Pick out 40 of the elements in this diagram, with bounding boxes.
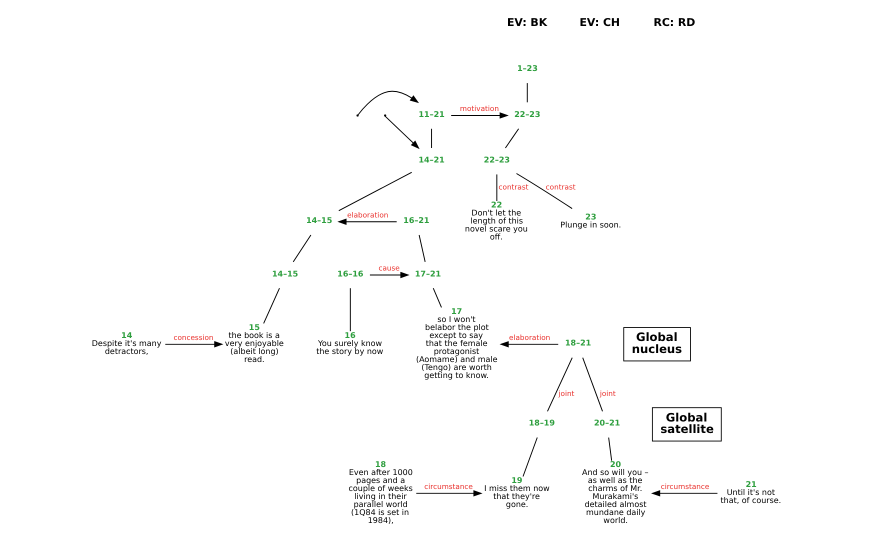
- edge-label: elaboration: [509, 332, 550, 342]
- arrow: [450, 112, 509, 119]
- edge-label: cause: [378, 264, 400, 273]
- arrow: [500, 341, 559, 348]
- arrow: [384, 116, 420, 150]
- connector: [418, 234, 426, 262]
- arrow: [651, 490, 718, 497]
- connector: [526, 82, 528, 103]
- connector: [582, 357, 603, 412]
- connector: [338, 172, 412, 212]
- node-box: Global nucleus: [623, 327, 691, 362]
- connector: [350, 288, 351, 332]
- connector: [263, 288, 280, 324]
- arrow: [337, 218, 398, 225]
- connector: [431, 128, 432, 148]
- label: EV: CH: [580, 16, 620, 29]
- connector: [292, 234, 312, 262]
- edge-label: circumstance: [660, 482, 710, 491]
- connector: [432, 288, 442, 308]
- connector: [608, 437, 612, 462]
- edge-label: circumstance: [424, 482, 473, 491]
- label: RC: RD: [653, 16, 696, 29]
- label: EV: BK: [506, 16, 548, 29]
- edge-label: contrast: [498, 182, 528, 192]
- edge-label: concession: [173, 332, 214, 342]
- connector: [516, 173, 573, 210]
- arrow: [369, 272, 410, 278]
- connector: [547, 357, 573, 412]
- arrow: [164, 341, 224, 348]
- connector: [496, 174, 498, 202]
- arrow: [416, 490, 483, 497]
- edge-label: joint: [600, 389, 616, 398]
- arrow: [358, 90, 420, 116]
- edge-label: joint: [558, 389, 574, 398]
- edge-label: motivation: [460, 104, 499, 114]
- node-box: Global satellite: [652, 407, 722, 442]
- edge-label: elaboration: [347, 210, 388, 220]
- edge-label: contrast: [546, 182, 576, 192]
- connector: [522, 437, 538, 477]
- connector: [504, 128, 520, 148]
